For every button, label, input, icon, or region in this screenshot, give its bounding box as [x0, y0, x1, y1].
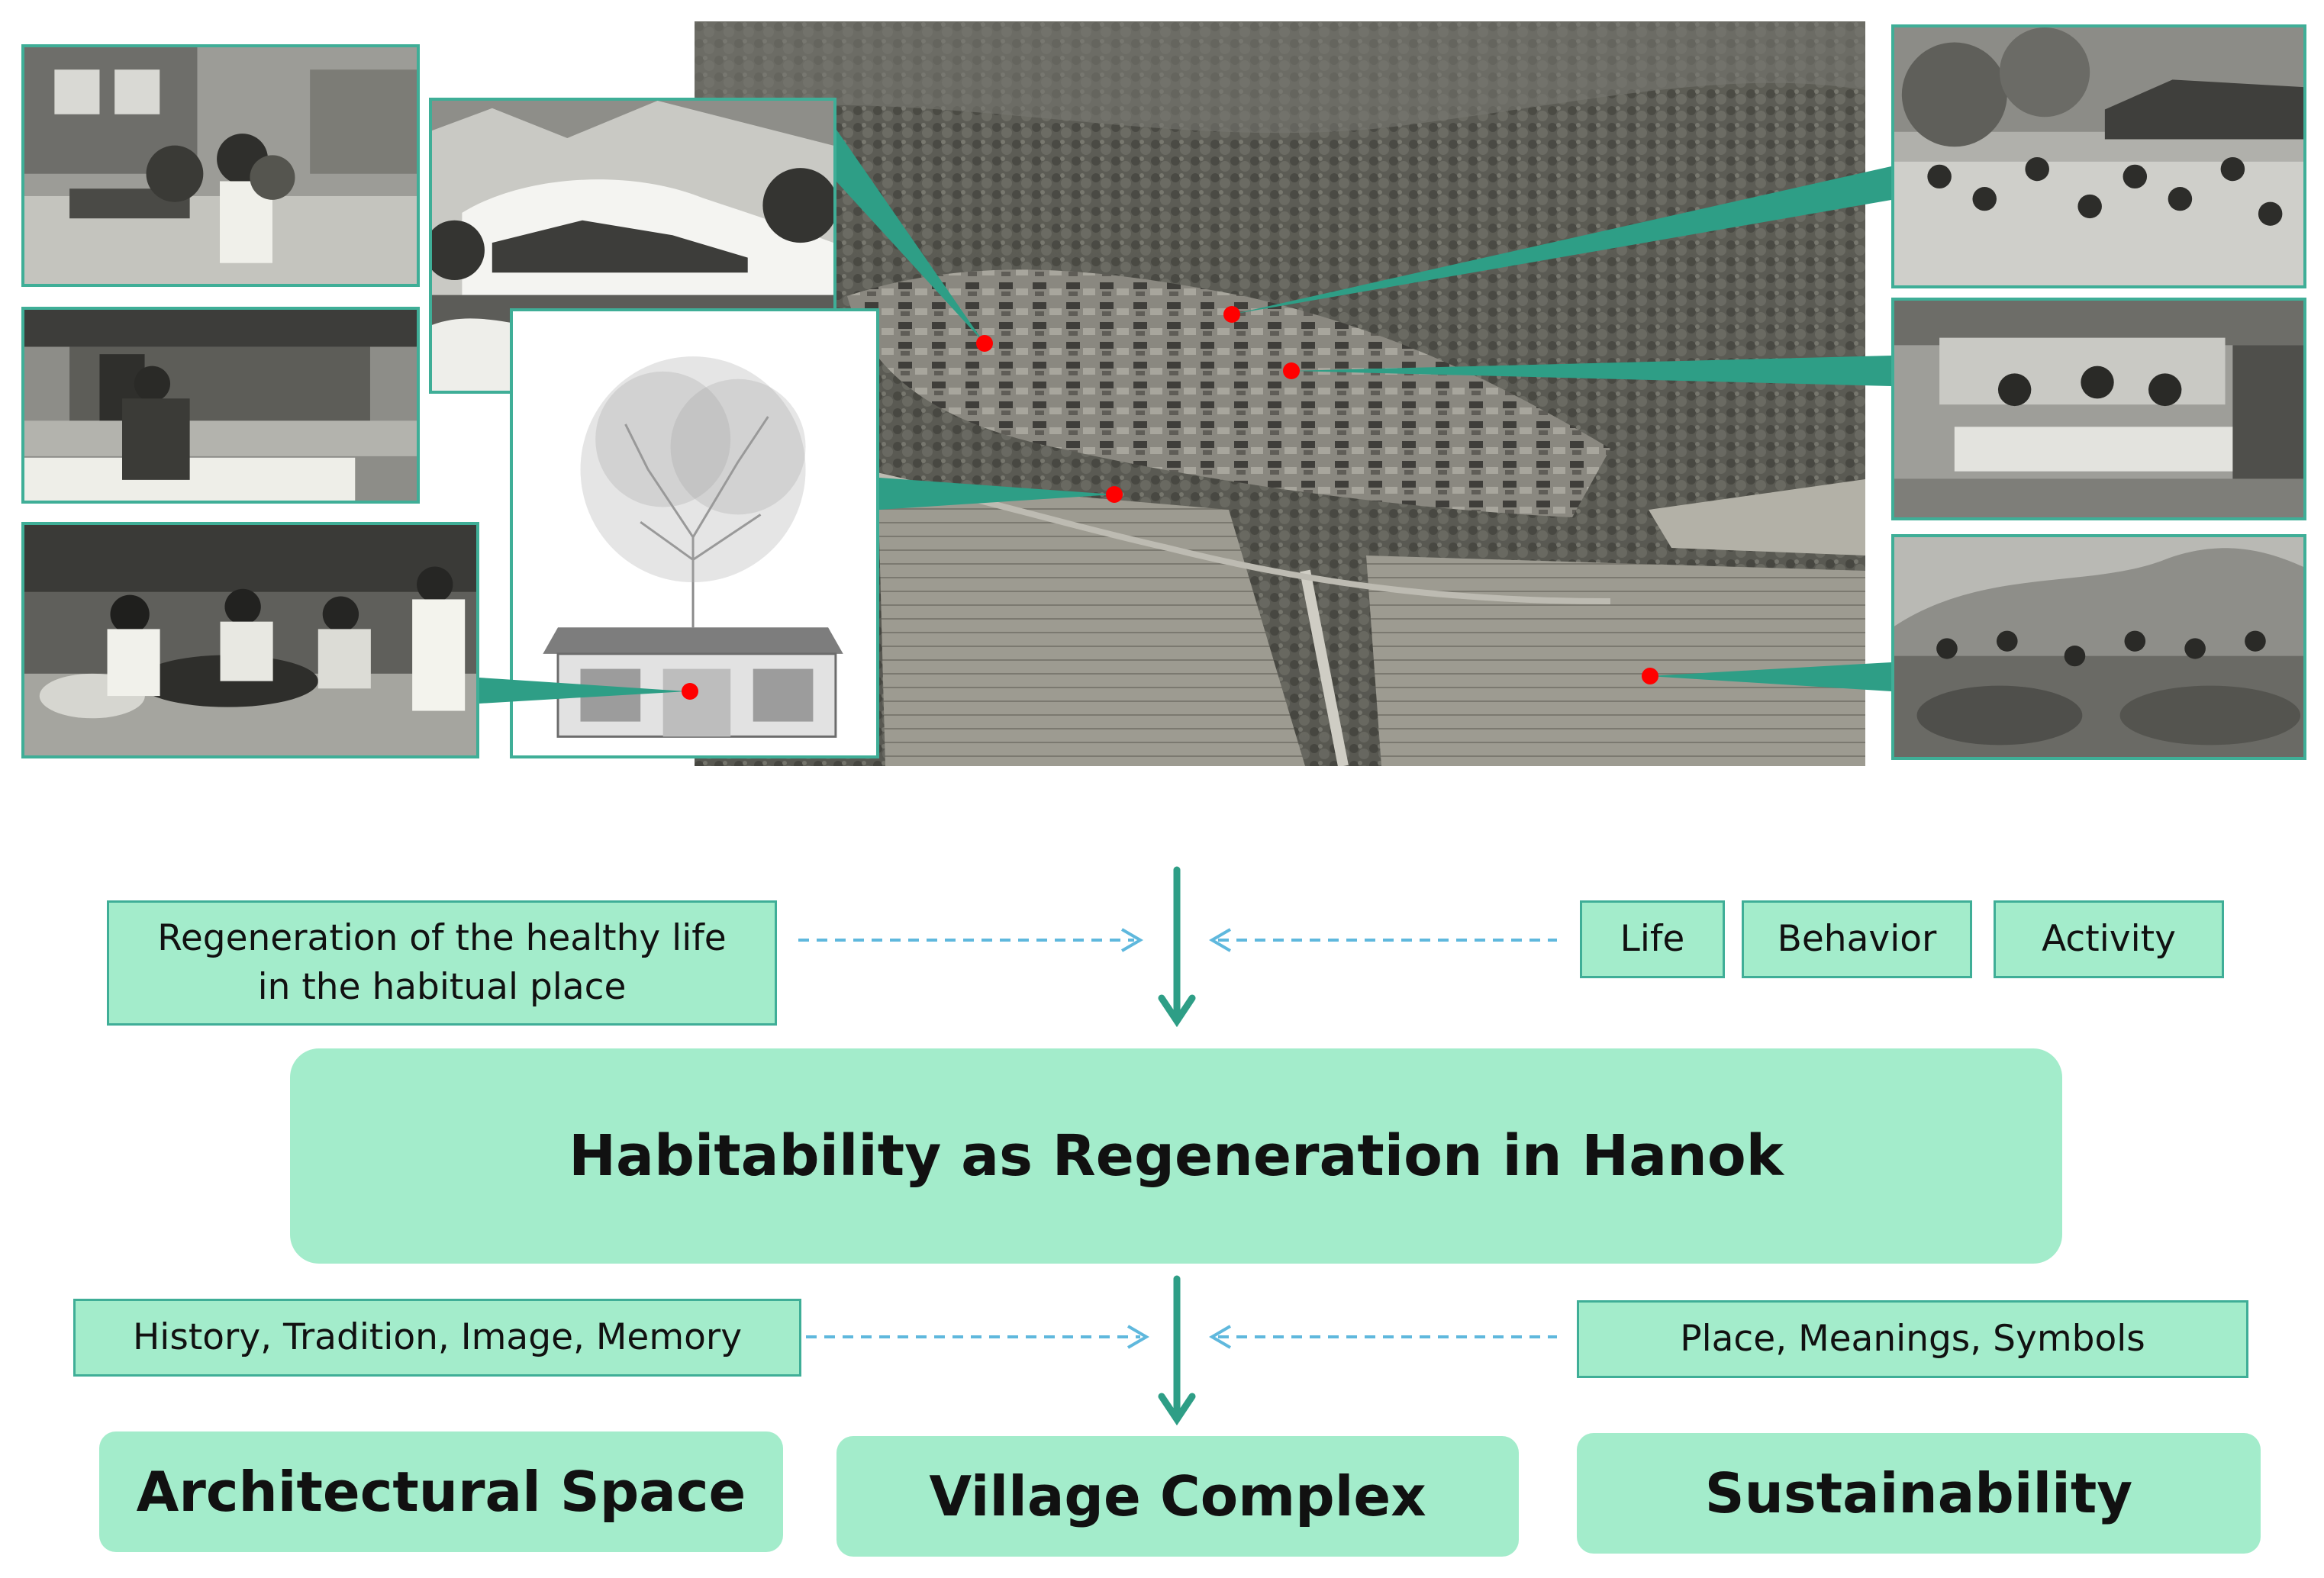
input-box-place: Place, Meanings, Symbols	[1577, 1300, 2248, 1378]
outcome-label: Architectural Space	[136, 1460, 746, 1524]
outcome-label: Village Complex	[929, 1464, 1426, 1528]
central-concept-box: Habitability as Regeneration in Hanok	[290, 1048, 2062, 1264]
flow-arrows	[798, 866, 1557, 1426]
input-label: History, Tradition, Image, Memory	[132, 1316, 743, 1358]
input-box-life: Life	[1580, 900, 1725, 978]
input-box-activity: Activity	[1994, 900, 2224, 978]
input-box-history: History, Tradition, Image, Memory	[73, 1299, 801, 1377]
dashed-arrowhead	[1209, 1325, 1232, 1349]
dashed-arrowhead	[1127, 1325, 1149, 1349]
photo-villagers-harvest	[1891, 534, 2306, 760]
central-concept-label: Habitability as Regeneration in Hanok	[569, 1123, 1784, 1189]
outcome-sustainability: Sustainability	[1577, 1433, 2261, 1554]
dashed-arrowhead	[1120, 928, 1143, 952]
photo-woman-hanok-yard	[21, 307, 420, 504]
outcome-architectural-space: Architectural Space	[99, 1431, 783, 1552]
input-label: Activity	[2042, 918, 2176, 960]
photo-women-preparing-food	[21, 522, 479, 758]
input-label: Life	[1620, 918, 1685, 960]
input-label: Behavior	[1777, 918, 1937, 960]
photo-women-on-wooden-platform	[1891, 298, 2306, 520]
outcome-village-complex: Village Complex	[836, 1436, 1519, 1557]
photo-village-festival-crowd	[1891, 24, 2306, 288]
input-box-healthy-life: Regeneration of the healthy life in the …	[107, 900, 777, 1026]
photo-family-porch	[21, 44, 420, 287]
outcome-label: Sustainability	[1704, 1461, 2133, 1525]
sketch-tree-and-shop	[510, 308, 879, 758]
main-arrow-top	[1158, 866, 1196, 1028]
main-arrow-bottom	[1158, 1275, 1196, 1426]
dashed-arrowhead	[1209, 928, 1232, 952]
input-box-behavior: Behavior	[1742, 900, 1972, 978]
input-label: Regeneration of the healthy life in the …	[157, 917, 727, 1008]
input-label: Place, Meanings, Symbols	[1680, 1318, 2145, 1360]
